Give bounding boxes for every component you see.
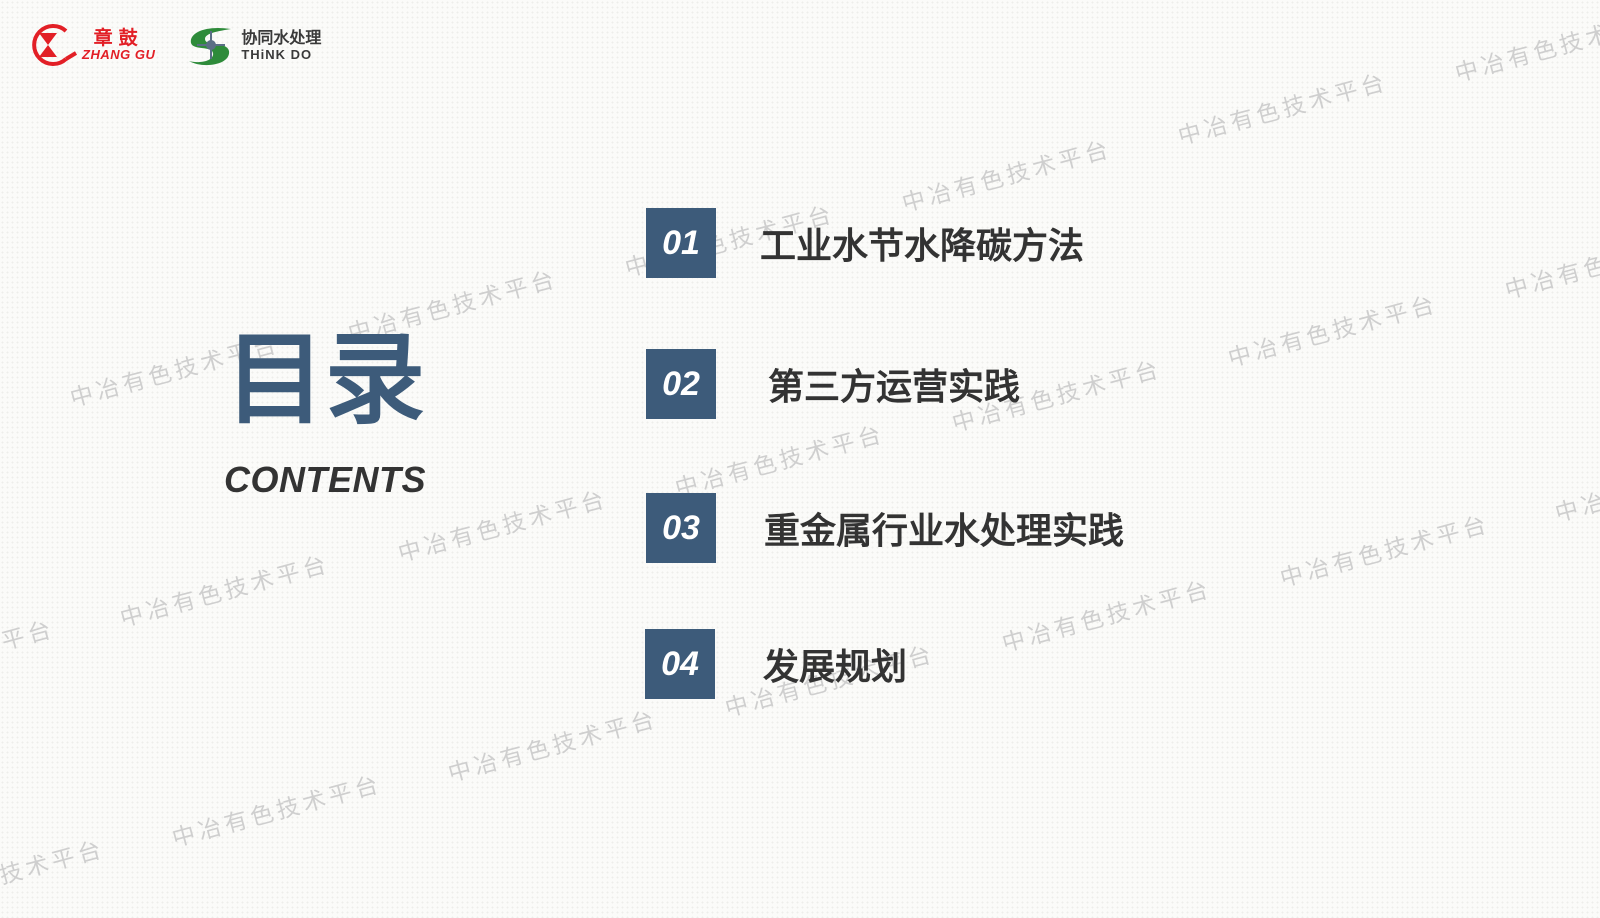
watermark: 中冶有色技术平台 <box>1225 291 1441 373</box>
thinkdo-logo: 协同水处理 THiNK DO <box>185 23 321 67</box>
thinkdo-logo-cn: 协同水处理 <box>241 28 322 47</box>
zhanggu-logo-en: ZHANG GU <box>82 47 156 62</box>
zhanggu-logo: 章鼓 ZHANG GU <box>26 23 155 67</box>
zhanggu-emblem-icon <box>32 24 78 66</box>
watermark: 中冶有色技术平台 <box>1452 6 1600 88</box>
toc-number-badge: 04 <box>645 629 715 699</box>
watermark: 中冶有色技术平台 <box>1277 511 1493 593</box>
watermark: 中冶有色技术平台 <box>0 836 108 918</box>
toc-item-01[interactable]: 01 工业水节水降碳方法 <box>646 208 1084 278</box>
thinkdo-emblem-icon <box>189 27 232 66</box>
watermark: 中冶有色技术平台 <box>1502 223 1600 305</box>
toc-label: 重金属行业水处理实践 <box>764 511 1125 552</box>
watermark: 中冶有色技术平台 <box>672 421 888 503</box>
toc-item-02[interactable]: 02 第三方运营实践 <box>646 349 1020 419</box>
watermark: 中冶有色技术平台 <box>899 136 1115 218</box>
watermark: 中冶有色技术平台 <box>0 616 58 698</box>
watermark: 中冶有色技术平台 <box>999 576 1215 658</box>
watermark: 中冶有色技术平台 <box>0 396 8 478</box>
heading-cn: 目录 <box>225 321 425 438</box>
watermark: 中冶有色技术平台 <box>169 771 385 853</box>
toc-label: 发展规划 <box>763 647 908 688</box>
thinkdo-logo-en: THiNK DO <box>241 47 313 62</box>
toc-number-badge: 01 <box>646 208 716 278</box>
header-logos: 章鼓 ZHANG GU 协同水处理 THiNK DO <box>26 20 321 70</box>
watermark: 中冶有色技术平台 <box>117 551 333 633</box>
zhanggu-logo-cn: 章鼓 <box>93 27 144 49</box>
toc-item-03[interactable]: 03 重金属行业水处理实践 <box>646 493 1124 563</box>
toc-item-04[interactable]: 04 发展规划 <box>645 629 907 699</box>
watermark: 中冶有色技术平台 <box>1552 446 1600 528</box>
toc-label: 工业水节水降碳方法 <box>760 226 1085 267</box>
contents-heading: 目录 CONTENTS <box>215 325 435 501</box>
toc-number-badge: 02 <box>646 349 716 419</box>
toc-number-badge: 03 <box>646 493 716 563</box>
toc-label: 第三方运营实践 <box>768 367 1021 408</box>
watermark: 中冶有色技术平台 <box>445 706 661 788</box>
watermark: 中冶有色技术平台 <box>1175 69 1391 151</box>
heading-en: CONTENTS <box>224 459 426 500</box>
